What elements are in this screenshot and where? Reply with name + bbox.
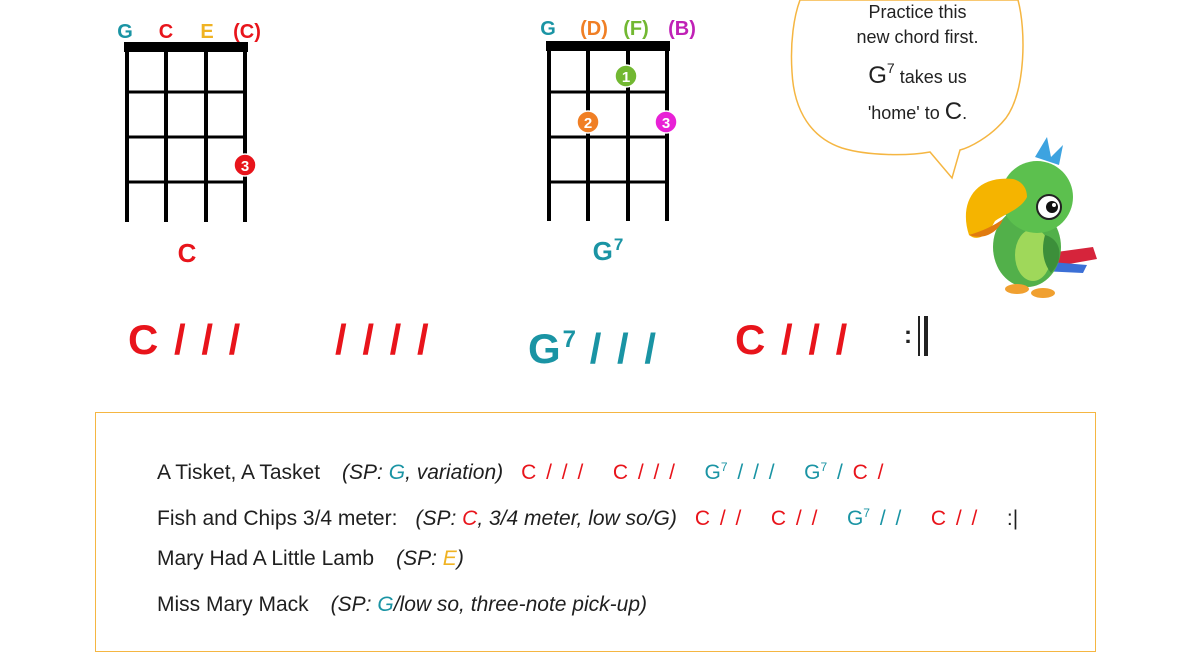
repeat-bar-thin xyxy=(918,316,920,356)
string-label-3: E xyxy=(200,21,214,43)
song-chord-pattern: C / / C / / G7 / / C / / :| xyxy=(694,506,1019,530)
string-label-3: (F) xyxy=(623,18,649,40)
fretboard-g7: 1 2 3 xyxy=(546,41,678,221)
song-title: Mary Had A Little Lamb xyxy=(157,547,375,570)
strum-measure-1: C / / / xyxy=(128,316,243,363)
finger-dot-2: 2 xyxy=(576,110,600,134)
finger-dot-1: 1 xyxy=(614,64,638,88)
svg-text:2: 2 xyxy=(584,115,592,132)
strum-measure-3: G7 / / / xyxy=(528,325,659,372)
string-label-4: (B) xyxy=(668,18,696,40)
strum-measure-2: / / / / xyxy=(335,316,431,363)
string-label-1: G xyxy=(540,18,556,40)
parrot-mascot-icon xyxy=(965,137,1097,298)
song-row-1: A Tisket, A Tasket (SP: G, variation) C / … xyxy=(157,454,883,486)
song-starting-pitch: (SP: C, 3/4 meter, low so/G) xyxy=(415,507,677,530)
bubble-line-1: Practice this xyxy=(868,2,967,22)
song-starting-pitch: (SP: G/low so, three-note pick-up) xyxy=(330,593,647,616)
finger-dot-c: 3 xyxy=(233,153,257,177)
chord-name-g7-sup: 7 xyxy=(613,235,624,254)
repeat-sign: : xyxy=(904,322,912,349)
chord-name-c: C xyxy=(177,238,197,268)
bubble-line-2: new chord first. xyxy=(856,27,979,47)
song-row-3: Mary Had A Little Lamb (SP: E) xyxy=(157,546,464,572)
song-starting-pitch: (SP: G, variation) xyxy=(342,461,504,484)
chord-name-g7: G7 xyxy=(593,235,624,267)
song-row-2: Fish and Chips 3/4 meter: (SP: C, 3/4 met… xyxy=(157,500,1018,532)
svg-text:1: 1 xyxy=(622,69,630,86)
bubble-line-3: G7 takes us xyxy=(868,60,967,89)
song-title: Miss Mary Mack xyxy=(157,593,309,616)
song-chord-pattern: C / / / C / / / G7 / / / G7 / C / xyxy=(521,460,884,484)
speech-bubble xyxy=(790,0,1024,180)
svg-text:3: 3 xyxy=(662,115,670,132)
song-starting-pitch: (SP: E) xyxy=(396,547,464,570)
fretboard-c: 3 xyxy=(124,42,257,222)
svg-text:3: 3 xyxy=(241,158,249,175)
finger-dot-3: 3 xyxy=(654,110,678,134)
string-label-2: C xyxy=(158,21,174,43)
strum-measure-4: C / / / xyxy=(735,316,850,363)
song-row-4: Miss Mary Mack (SP: G/low so, three-note … xyxy=(157,592,647,618)
song-title: Fish and Chips 3/4 meter: xyxy=(157,507,398,530)
repeat-bar-thick xyxy=(924,316,928,356)
string-label-2: (D) xyxy=(580,18,608,40)
bubble-line-4: 'home' to C. xyxy=(867,98,968,125)
string-label-1: G xyxy=(117,21,133,43)
string-label-4: (C) xyxy=(233,21,261,43)
song-title: A Tisket, A Tasket xyxy=(157,461,321,484)
chord-name-g7-letter: G xyxy=(592,236,613,266)
